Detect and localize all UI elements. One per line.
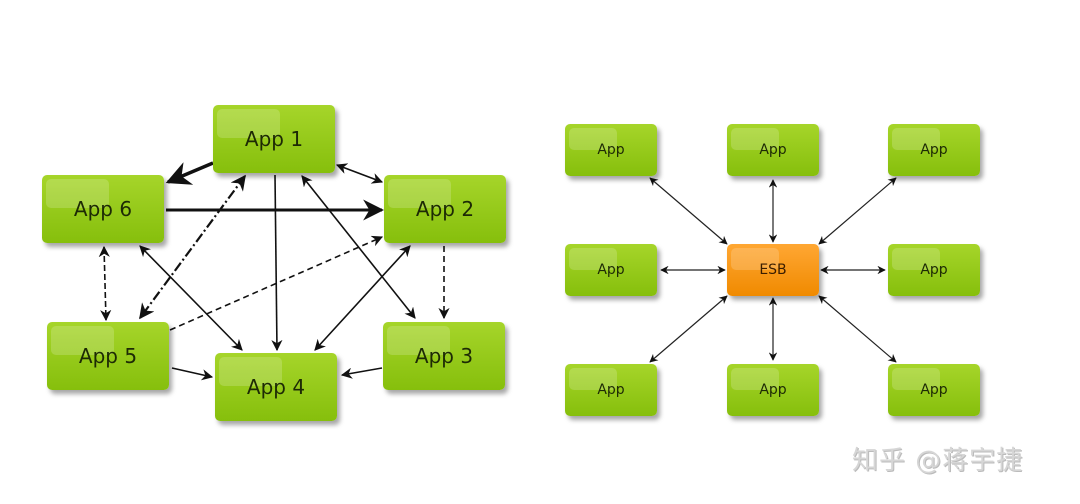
app-4-node: App 4 — [215, 353, 337, 421]
app-label: App 5 — [78, 344, 138, 368]
esb-edge-tr — [818, 177, 897, 245]
esb-edge-bl — [649, 295, 728, 363]
app-1-node: App 1 — [213, 105, 335, 173]
app-label: App — [597, 262, 625, 278]
app-label: App — [759, 382, 787, 398]
app-label: App 4 — [246, 375, 306, 399]
app-2-node: App 2 — [384, 175, 506, 243]
app-label: App — [759, 142, 787, 158]
esb-app-node: App — [888, 364, 980, 416]
esb-hub-node: ESB — [727, 244, 819, 296]
app-label: App 3 — [414, 344, 474, 368]
edge-app6-app4 — [139, 245, 243, 351]
edge-app1-app2 — [335, 163, 384, 184]
edge-app6-app5 — [98, 245, 112, 322]
edge-app1-app6 — [165, 161, 214, 185]
watermark: 知乎 @蒋宇捷 — [852, 446, 1024, 476]
esb-app-node: App — [565, 364, 657, 416]
app-label: App — [920, 142, 948, 158]
app-label: App — [920, 262, 948, 278]
edge-app2-app4 — [314, 245, 411, 351]
esb-app-node: App — [888, 244, 980, 296]
app-5-node: App 5 — [47, 322, 169, 390]
edge-app3-app4 — [340, 367, 383, 379]
app-label: App — [597, 382, 625, 398]
esb-app-node: App — [727, 364, 819, 416]
esb-label: ESB — [759, 262, 787, 278]
esb-edge-tl — [649, 177, 728, 245]
esb-edge-br — [818, 295, 897, 363]
edge-app5-app4 — [171, 367, 214, 381]
edge-app1-app4 — [271, 174, 283, 352]
app-label: App — [920, 382, 948, 398]
app-label: App 1 — [244, 127, 304, 151]
app-label: App — [597, 142, 625, 158]
app-3-node: App 3 — [383, 322, 505, 390]
esb-app-node: App — [565, 124, 657, 176]
app-label: App 6 — [73, 197, 133, 221]
esb-app-node: App — [565, 244, 657, 296]
esb-app-node: App — [888, 124, 980, 176]
esb-app-node: App — [727, 124, 819, 176]
app-label: App 2 — [415, 197, 475, 221]
app-6-node: App 6 — [42, 175, 164, 243]
